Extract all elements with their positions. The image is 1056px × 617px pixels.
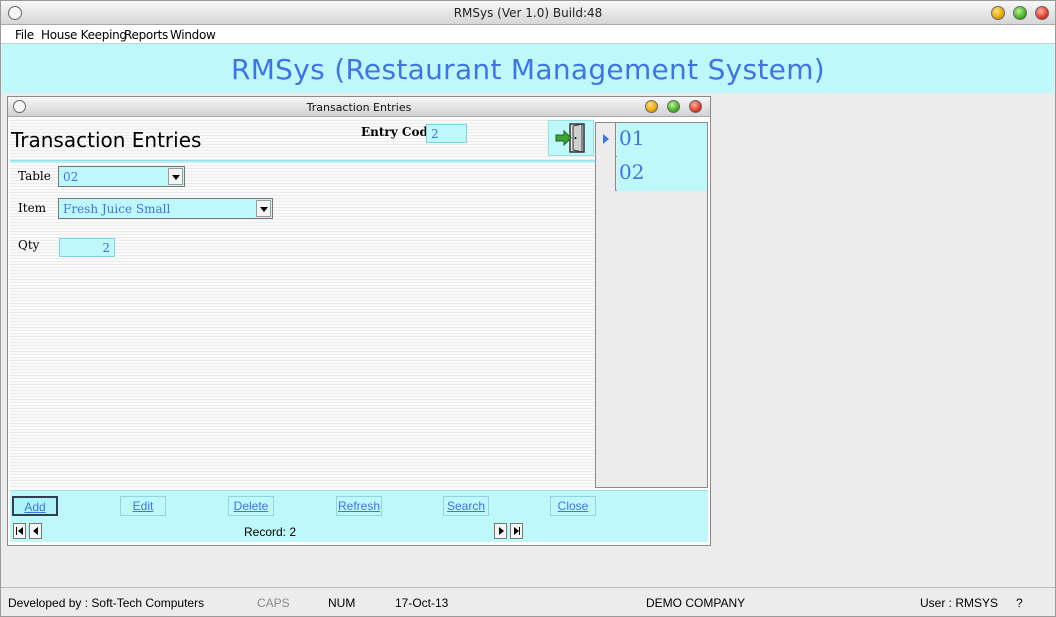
last-record-icon[interactable] <box>510 523 523 539</box>
next-record-icon[interactable] <box>494 523 507 539</box>
table-dropdown[interactable]: 02 <box>58 166 185 187</box>
action-toolbar: Add Edit Delete Refresh Search Close <box>10 490 708 520</box>
app-banner: RMSys (Restaurant Management System) <box>2 44 1054 93</box>
table-dropdown-value: 02 <box>63 170 79 184</box>
table-row[interactable]: 02 <box>596 157 707 191</box>
menu-window[interactable]: Window <box>170 28 216 42</box>
row-indicator <box>596 157 616 191</box>
child-system-menu-icon[interactable] <box>13 100 26 113</box>
child-titlebar[interactable]: Transaction Entries <box>8 97 710 117</box>
system-menu-icon[interactable] <box>8 6 22 20</box>
table-grid: 01 02 <box>595 122 708 488</box>
banner-title: RMSys (Restaurant Management System) <box>230 53 826 86</box>
chevron-down-icon[interactable] <box>168 168 183 185</box>
table-row[interactable]: 01 <box>596 123 707 157</box>
company-text: DEMO COMPANY <box>646 596 746 610</box>
date-text: 17-Oct-13 <box>395 596 449 610</box>
current-row-arrow-icon <box>603 134 609 144</box>
item-dropdown[interactable]: Fresh Juice Small <box>58 198 273 219</box>
qty-label: Qty <box>18 238 40 252</box>
first-record-icon[interactable] <box>13 523 26 539</box>
qty-field[interactable]: 2 <box>59 238 115 257</box>
delete-button[interactable]: Delete <box>228 496 274 516</box>
status-bar: Developed by : Soft-Tech Computers CAPS … <box>1 587 1055 616</box>
transaction-entries-window: Transaction Entries Transaction Entries … <box>7 96 711 546</box>
edit-button[interactable]: Edit <box>120 496 166 516</box>
minimize-button[interactable] <box>991 6 1005 20</box>
menu-bar: File House Keeping Reports Window <box>1 25 1055 44</box>
table-cell[interactable]: 02 <box>617 157 707 191</box>
child-window-title: Transaction Entries <box>306 101 412 114</box>
record-indicator: Record: 2 <box>244 525 297 539</box>
menu-reports[interactable]: Reports <box>124 28 168 42</box>
previous-record-icon[interactable] <box>29 523 42 539</box>
add-button[interactable]: Add <box>12 496 58 516</box>
exit-button[interactable] <box>548 120 594 156</box>
user-text: User : RMSYS <box>920 596 999 610</box>
window-title: RMSys (Ver 1.0) Build:48 <box>453 6 603 20</box>
close-button[interactable]: Close <box>550 496 596 516</box>
close-window-button[interactable] <box>1035 6 1049 20</box>
form-separator <box>10 160 596 163</box>
refresh-button[interactable]: Refresh <box>336 496 382 516</box>
menu-house-keeping[interactable]: House Keeping <box>41 28 127 42</box>
child-close-button[interactable] <box>689 100 702 113</box>
entry-code-label: Entry Code <box>361 125 436 139</box>
exit-door-icon <box>555 123 585 153</box>
help-text: ? <box>1016 596 1023 610</box>
form-heading: Transaction Entries <box>11 128 202 152</box>
chevron-down-icon[interactable] <box>256 200 271 217</box>
entry-form: Transaction Entries Entry Code 2 Table 0… <box>10 118 596 489</box>
main-titlebar[interactable]: RMSys (Ver 1.0) Build:48 <box>1 1 1055 25</box>
form-header: Transaction Entries Entry Code 2 <box>10 118 596 161</box>
search-button[interactable]: Search <box>443 496 489 516</box>
child-maximize-button[interactable] <box>667 100 680 113</box>
row-indicator <box>596 123 616 157</box>
num-indicator: NUM <box>328 596 356 610</box>
item-label: Item <box>18 201 47 215</box>
record-navigator: Record: 2 <box>10 520 708 542</box>
table-label: Table <box>18 169 51 183</box>
maximize-button[interactable] <box>1013 6 1027 20</box>
developer-text: Developed by : Soft-Tech Computers <box>8 596 205 610</box>
item-dropdown-value: Fresh Juice Small <box>63 202 171 216</box>
table-cell[interactable]: 01 <box>617 123 707 157</box>
caps-indicator: CAPS <box>257 596 290 610</box>
child-minimize-button[interactable] <box>645 100 658 113</box>
entry-code-field[interactable]: 2 <box>426 124 467 143</box>
menu-file[interactable]: File <box>15 28 34 42</box>
